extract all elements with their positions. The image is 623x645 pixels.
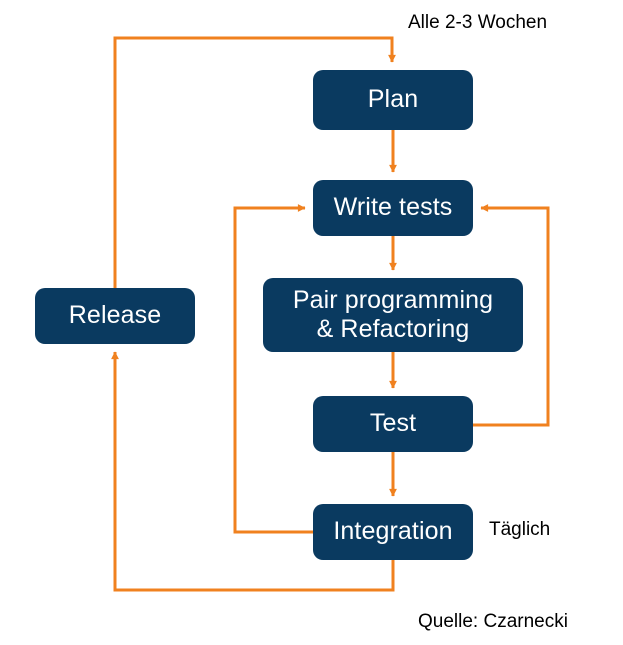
caption-iteration-interval: Alle 2-3 Wochen [408,12,548,33]
node-pair-programming-refactoring[interactable]: Pair programming & Refactoring [263,278,523,352]
node-write-tests-label: Write tests [333,193,453,222]
edge-test-to-write-feedback [473,204,550,427]
node-write-tests[interactable]: Write tests [313,180,473,236]
caption-daily: Täglich [489,519,551,540]
caption-source: Quelle: Czarnecki [418,611,568,632]
node-plan-label: Plan [367,85,419,114]
node-integration-label: Integration [333,517,453,546]
node-test-label: Test [369,409,417,438]
edge-integration-to-write [233,204,313,534]
node-release-label: Release [68,301,162,330]
node-plan[interactable]: Plan [313,70,473,130]
node-test[interactable]: Test [313,396,473,452]
edge-release-to-plan [113,36,396,288]
node-integration[interactable]: Integration [313,504,473,560]
node-pair-programming-refactoring-label: Pair programming & Refactoring [292,285,494,344]
node-release[interactable]: Release [35,288,195,344]
edge-integration-to-release [111,351,395,592]
